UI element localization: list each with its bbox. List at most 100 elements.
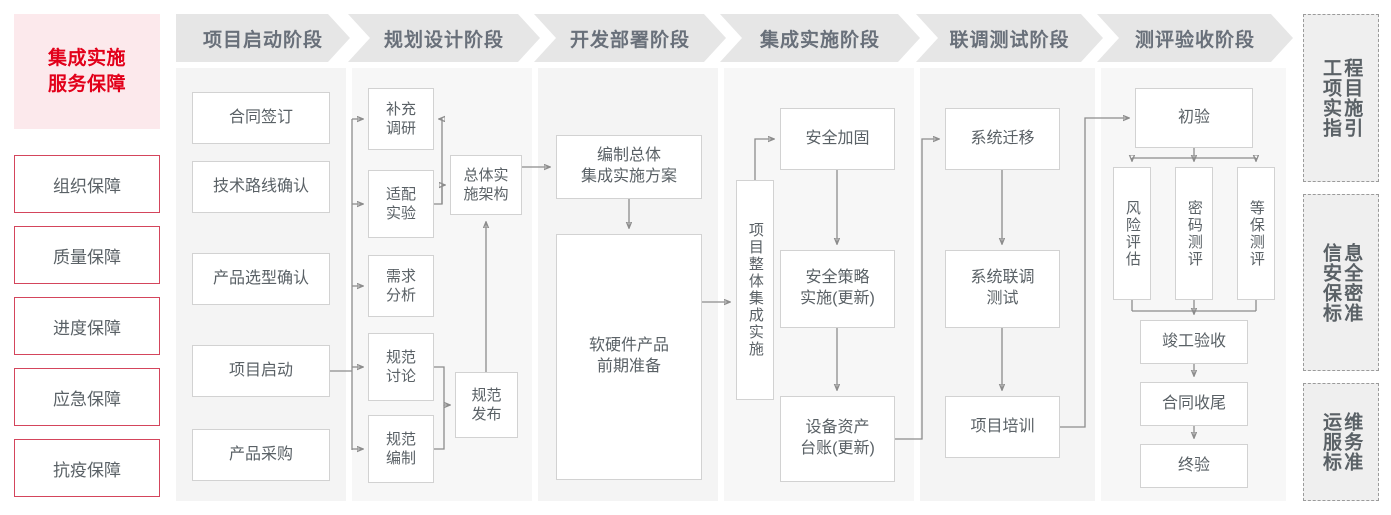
sidebar-item-label-wrap: 息全密准 信安保标	[1320, 242, 1363, 323]
node-label-line2: 实验	[385, 205, 416, 222]
left-item-quality[interactable]: 质量保障	[14, 226, 160, 284]
phase-header-label: 项目启动阶段	[202, 29, 323, 51]
phase-header-integration[interactable]: 集成实施阶段	[720, 14, 920, 62]
node-overall-implementation-architecture[interactable]: 总体实施架构	[450, 155, 522, 215]
sidebar-item-label-col1: 维务准	[1341, 412, 1363, 472]
phase-header-joint-test[interactable]: 联调测试阶段	[916, 14, 1103, 62]
left-item-epidemic[interactable]: 抗疫保障	[14, 439, 160, 497]
node-label: 密码测评	[1185, 199, 1203, 268]
node-crypto-evaluation[interactable]: 密码测评	[1175, 167, 1213, 300]
sidebar-item-label-col2: 工项实指	[1320, 58, 1341, 138]
node-label: 项目启动	[228, 361, 293, 379]
node-overall-integration-plan[interactable]: 编制总体集成实施方案	[556, 135, 702, 199]
node-project-training[interactable]: 项目培训	[945, 396, 1060, 458]
sidebar-item-ops-service-standard[interactable]: 维务准 运服标	[1303, 383, 1379, 501]
node-label-line1: 规范	[385, 430, 416, 448]
node-label: 安全加固	[805, 129, 870, 147]
node-label: 产品采购	[228, 445, 293, 463]
node-label-line1: 系统联调	[970, 269, 1035, 287]
phase-header-planning[interactable]: 规划设计阶段	[348, 14, 540, 62]
node-standard-discussion[interactable]: 规范讨论	[368, 333, 434, 401]
node-overall-project-integration[interactable]: 项目整体集成实施	[736, 180, 774, 400]
node-label: 初验	[1177, 108, 1210, 126]
node-risk-assessment[interactable]: 风险评估	[1113, 167, 1151, 300]
node-tech-route-confirm[interactable]: 技术路线确认	[192, 161, 330, 213]
node-label-line1: 适配	[385, 185, 416, 203]
node-system-migration[interactable]: 系统迁移	[945, 108, 1060, 170]
node-contract-closure[interactable]: 合同收尾	[1140, 382, 1248, 426]
phase-header-acceptance[interactable]: 测评验收阶段	[1097, 14, 1293, 62]
node-label: 等保测评	[1247, 199, 1265, 268]
node-label-line2: 编制	[385, 450, 416, 467]
left-title-line1: 集成实施	[47, 47, 126, 69]
node-mlps-evaluation[interactable]: 等保测评	[1237, 167, 1275, 300]
node-equipment-asset-ledger[interactable]: 设备资产台账(更新)	[780, 396, 895, 482]
left-item-label: 组织保障	[53, 176, 121, 196]
node-label: 技术路线确认	[212, 177, 309, 195]
phase-header-label: 开发部署阶段	[569, 29, 690, 51]
sidebar-item-engineering-guideline[interactable]: 程目施引 工项实指	[1303, 14, 1379, 182]
left-item-label: 质量保障	[53, 247, 121, 267]
left-item-label: 应急保障	[53, 389, 121, 409]
sidebar-item-label-col2: 运服标	[1320, 412, 1341, 472]
node-label: 产品选型确认	[212, 269, 309, 287]
node-label: 合同签订	[228, 108, 293, 126]
node-label-line2: 施架构	[463, 186, 509, 203]
node-label-line2: 分析	[385, 287, 416, 304]
left-item-label: 抗疫保障	[53, 460, 121, 480]
node-label: 合同收尾	[1161, 394, 1226, 412]
node-hw-sw-preparation[interactable]: 软硬件产品前期准备	[556, 234, 702, 480]
left-title-line2: 服务保障	[47, 73, 126, 95]
node-standard-release[interactable]: 规范发布	[455, 372, 518, 438]
node-requirement-analysis[interactable]: 需求分析	[368, 255, 434, 317]
node-label-line1: 需求	[385, 267, 416, 285]
node-label-line1: 安全策略	[805, 269, 870, 287]
left-item-schedule[interactable]: 进度保障	[14, 297, 160, 355]
node-label-line1: 设备资产	[805, 419, 870, 437]
node-supplementary-research[interactable]: 补充调研	[368, 88, 434, 150]
node-label: 项目培训	[970, 417, 1035, 435]
node-label-line1: 编制总体	[596, 147, 661, 165]
node-contract-signing[interactable]: 合同签订	[192, 92, 330, 144]
sidebar-item-label-wrap: 程目施引 工项实指	[1320, 58, 1363, 138]
node-label-line1: 规范	[471, 386, 502, 404]
node-label-line2: 集成实施方案	[580, 168, 677, 185]
left-title-card: 集成实施 服务保障	[14, 14, 160, 129]
node-security-hardening[interactable]: 安全加固	[780, 108, 895, 170]
node-label: 风险评估	[1123, 199, 1141, 268]
node-label: 终验	[1177, 456, 1210, 474]
sidebar-item-label-wrap: 维务准 运服标	[1320, 412, 1363, 472]
sidebar-item-label-col2: 信安保标	[1320, 242, 1341, 323]
node-product-selection-confirm[interactable]: 产品选型确认	[192, 253, 330, 305]
node-project-kickoff[interactable]: 项目启动	[192, 345, 330, 397]
node-label-line1: 补充	[385, 100, 416, 118]
phase-header-development[interactable]: 开发部署阶段	[534, 14, 726, 62]
node-product-procurement[interactable]: 产品采购	[192, 429, 330, 481]
node-security-policy-implementation[interactable]: 安全策略实施(更新)	[780, 250, 895, 328]
sidebar-item-infosec-standard[interactable]: 息全密准 信安保标	[1303, 194, 1379, 371]
node-system-joint-debug-test[interactable]: 系统联调测试	[945, 250, 1060, 328]
phase-header-project-start[interactable]: 项目启动阶段	[176, 14, 350, 62]
left-item-emergency[interactable]: 应急保障	[14, 368, 160, 426]
node-label: 项目整体集成实施	[746, 222, 764, 358]
phase-header-label: 测评验收阶段	[1134, 29, 1255, 51]
node-label-line2: 实施(更新)	[800, 290, 875, 307]
node-label: 系统迁移	[970, 129, 1035, 147]
node-adaptation-experiment[interactable]: 适配实验	[368, 170, 434, 238]
node-label: 竣工验收	[1161, 332, 1226, 350]
node-standard-drafting[interactable]: 规范编制	[368, 415, 434, 483]
node-label-line1: 总体实	[463, 166, 509, 184]
phase-header-label: 规划设计阶段	[383, 29, 504, 51]
node-preliminary-acceptance[interactable]: 初验	[1135, 88, 1253, 148]
node-label-line2: 测试	[986, 290, 1019, 307]
node-final-acceptance[interactable]: 终验	[1140, 444, 1248, 488]
sidebar-item-label-col1: 程目施引	[1341, 58, 1363, 138]
node-label-line2: 发布	[471, 406, 502, 423]
left-item-organization[interactable]: 组织保障	[14, 155, 160, 213]
phase-header-label: 集成实施阶段	[759, 29, 880, 51]
node-completion-acceptance[interactable]: 竣工验收	[1140, 320, 1248, 364]
node-label-line1: 软硬件产品	[588, 337, 669, 355]
phase-header-label: 联调测试阶段	[949, 29, 1070, 51]
sidebar-item-label-col1: 息全密准	[1341, 242, 1363, 323]
